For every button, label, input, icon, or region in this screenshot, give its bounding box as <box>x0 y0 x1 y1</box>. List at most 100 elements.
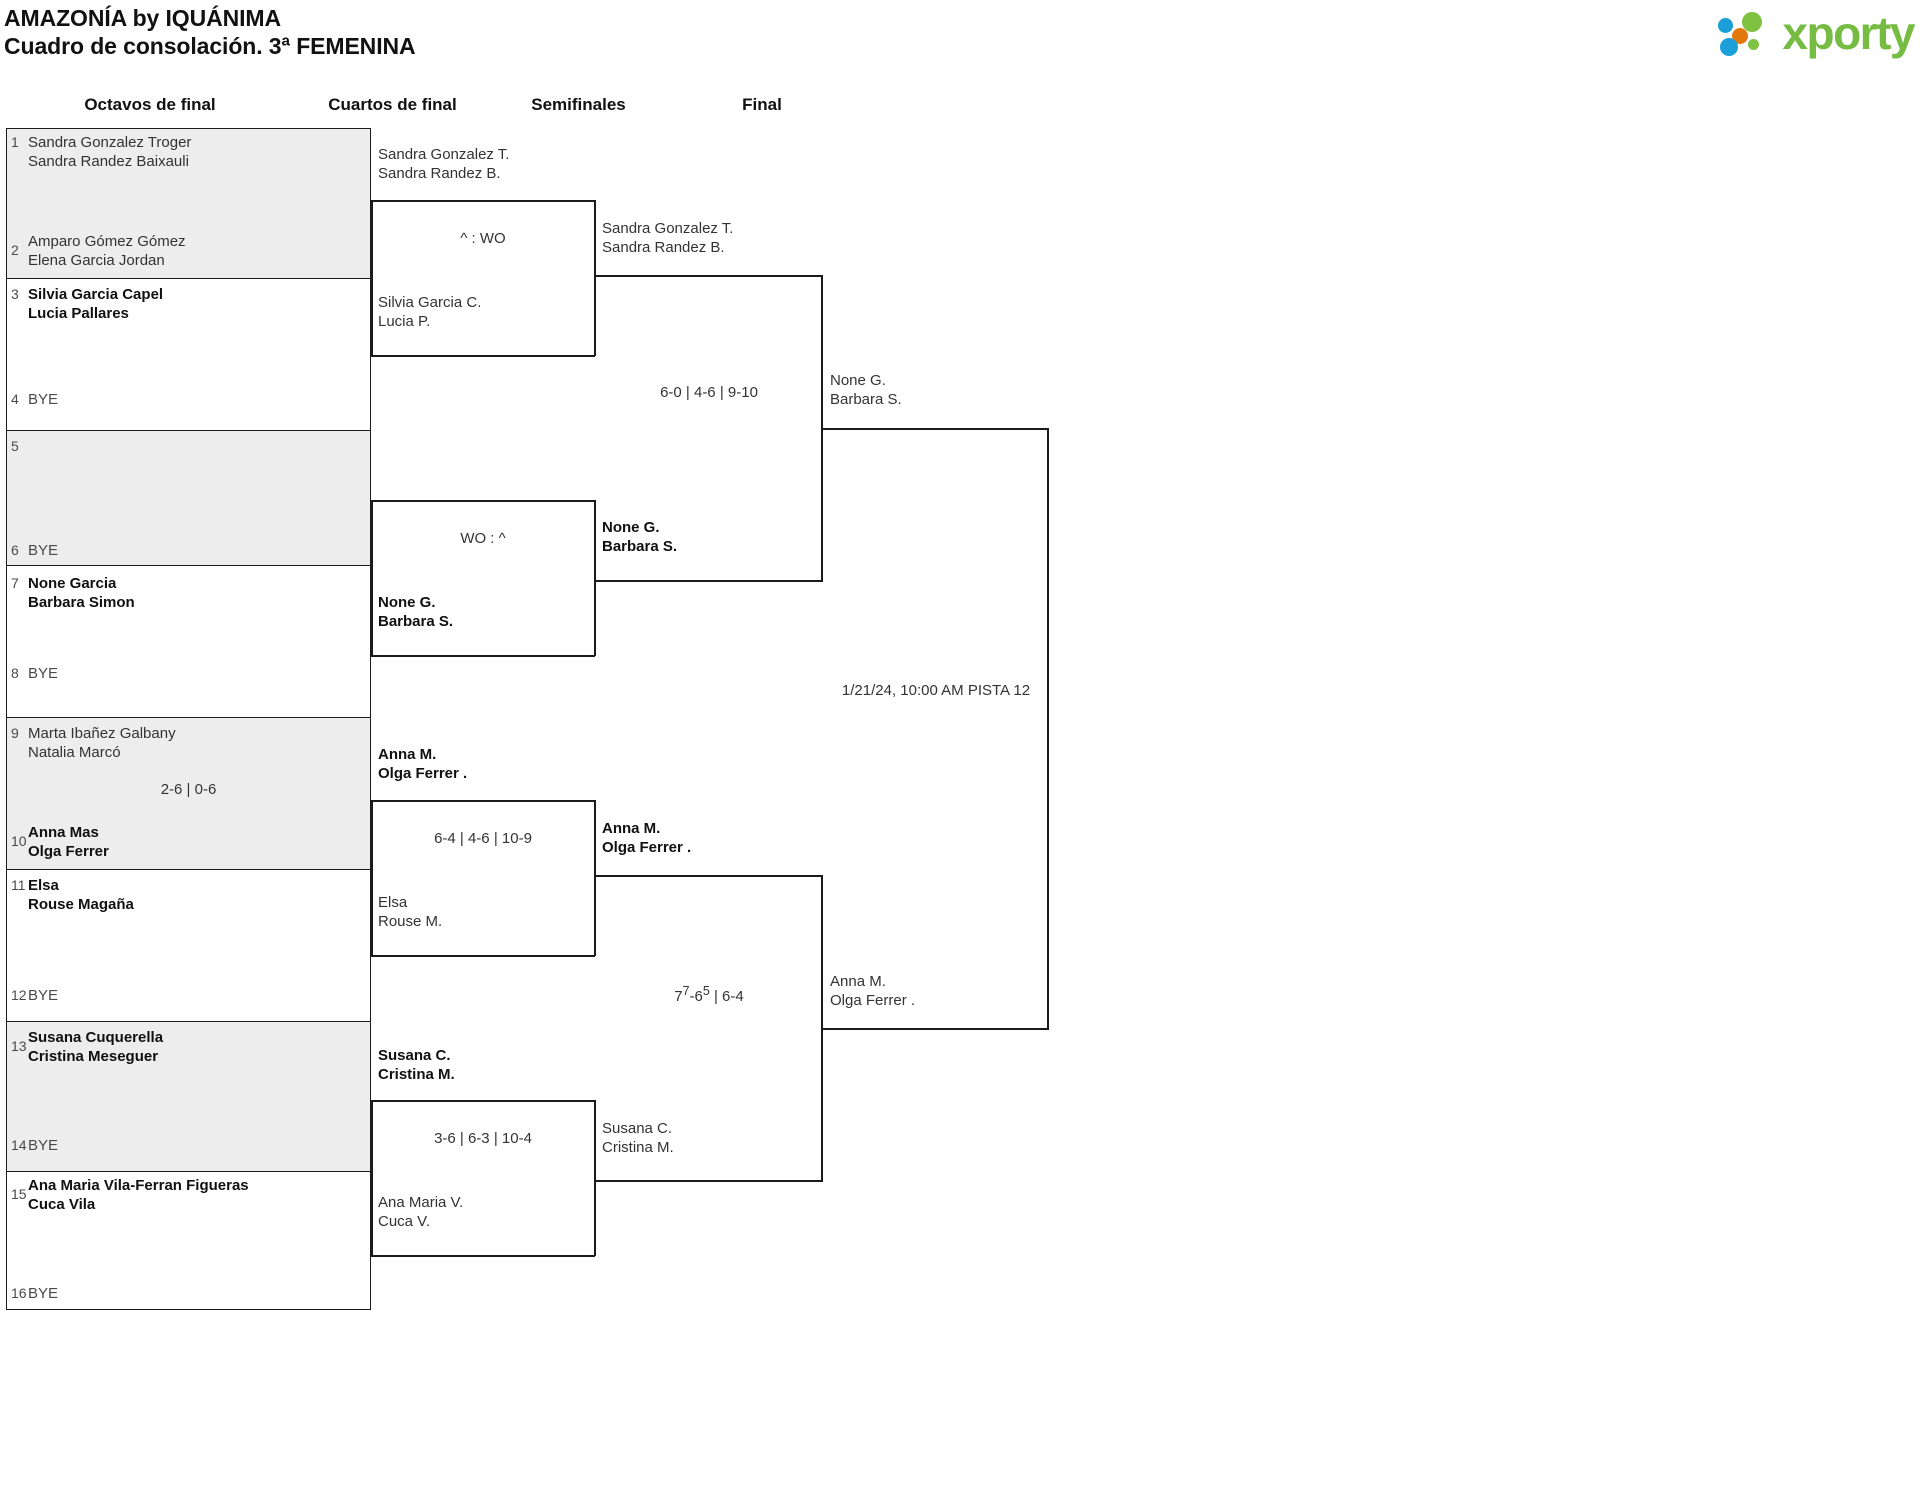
logo-dots-icon <box>1718 9 1776 57</box>
qf3-top-line <box>371 800 595 802</box>
r1-slot-5[interactable]: 5 <box>6 437 28 456</box>
sf1-top-entry[interactable]: Sandra Gonzalez T. Sandra Randez B. <box>602 219 733 257</box>
round-header-octavos: Octavos de final <box>84 95 216 114</box>
r1-slot-10[interactable]: 10 Anna Mas Olga Ferrer <box>6 823 109 861</box>
player-1-name: Ana Maria Vila-Ferran Figueras <box>28 1177 249 1194</box>
final-schedule: 1/21/24, 10:00 AM PISTA 12 <box>841 682 1031 699</box>
r1-score-5: 2-6 | 0-6 <box>160 781 217 798</box>
final-top-entry[interactable]: None G. Barbara S. <box>830 371 902 409</box>
qf4-top-entry[interactable]: Susana C. Cristina M. <box>378 1046 455 1084</box>
r1-match-2[interactable] <box>6 279 371 431</box>
sf1-bottom-entry[interactable]: None G. Barbara S. <box>602 518 677 556</box>
seed-number: 13 <box>11 1038 27 1054</box>
seed-number: 9 <box>11 725 19 741</box>
sf2-score-pre: 7 <box>674 988 683 1005</box>
bye-label: BYE <box>28 542 59 559</box>
r1-match-5[interactable] <box>6 718 371 870</box>
qf4-bottom-entry[interactable]: Ana Maria V. Cuca V. <box>378 1193 463 1231</box>
player-names: Amparo Gómez Gómez Elena Garcia Jordan <box>28 232 186 270</box>
r1-slot-6[interactable]: 6 BYE <box>6 541 58 560</box>
player-2-name: Cristina Meseguer <box>28 1048 159 1065</box>
player-names: Elsa Rouse Magaña <box>28 876 134 914</box>
draw-subtitle: Cuadro de consolación. 3ª FEMENINA <box>4 33 416 59</box>
r1-slot-4[interactable]: 4 BYE <box>6 390 58 409</box>
r1-slot-12[interactable]: 12 BYE <box>6 986 58 1005</box>
qf3-bottom-line <box>371 955 595 957</box>
seed-number: 15 <box>11 1186 27 1202</box>
seed-number: 2 <box>11 242 19 258</box>
final-top-line <box>823 428 1049 430</box>
player-1-name: Silvia Garcia C. <box>378 294 482 311</box>
player-1-name: Amparo Gómez Gómez <box>28 233 186 250</box>
qf3-top-entry[interactable]: Anna M. Olga Ferrer . <box>378 745 467 783</box>
qf2-right-line <box>594 500 596 656</box>
r1-match-4[interactable] <box>6 566 371 718</box>
bye-label: BYE <box>28 665 59 682</box>
r1-slot-8[interactable]: 8 BYE <box>6 664 58 683</box>
qf1-top-entry[interactable]: Sandra Gonzalez T. Sandra Randez B. <box>378 145 509 183</box>
qf4-score: 3-6 | 6-3 | 10-4 <box>434 1130 532 1147</box>
page-header: AMAZONÍA by IQUÁNIMA Cuadro de consolaci… <box>0 0 1920 70</box>
player-2-name: Lucia Pallares <box>28 305 129 322</box>
sf2-right-line <box>821 875 823 1181</box>
sf1-bottom-line <box>595 580 823 582</box>
r1-match-3[interactable] <box>6 431 371 566</box>
sf2-bottom-entry[interactable]: Susana C. Cristina M. <box>602 1119 674 1157</box>
r1-slot-11[interactable]: 11 Elsa Rouse Magaña <box>6 876 134 914</box>
r1-slot-2[interactable]: 2 Amparo Gómez Gómez Elena Garcia Jordan <box>6 232 186 270</box>
player-1-name: Susana Cuquerella <box>28 1029 164 1046</box>
r1-slot-3[interactable]: 3 Silvia Garcia Capel Lucia Pallares <box>6 285 163 323</box>
qf3-left-line <box>371 800 373 956</box>
player-2-name: Olga Ferrer . <box>830 992 916 1009</box>
final-bottom-entry[interactable]: Anna M. Olga Ferrer . <box>830 972 915 1010</box>
seed-number: 10 <box>11 833 27 849</box>
seed-number: 1 <box>11 134 19 150</box>
r1-match-1[interactable] <box>6 128 371 279</box>
r1-slot-14[interactable]: 14 BYE <box>6 1136 58 1155</box>
seed-number: 5 <box>11 438 19 454</box>
qf3-score: 6-4 | 4-6 | 10-9 <box>434 830 532 847</box>
r1-match-8[interactable] <box>6 1172 371 1310</box>
r1-slot-13[interactable]: 13 Susana Cuquerella Cristina Meseguer <box>6 1028 163 1066</box>
bye-label: BYE <box>28 1285 59 1302</box>
qf2-top-line <box>371 500 595 502</box>
final-right-line <box>1047 428 1049 1030</box>
seed-number: 6 <box>11 542 19 558</box>
sf2-top-entry[interactable]: Anna M. Olga Ferrer . <box>602 819 691 857</box>
r1-slot-16[interactable]: 16 BYE <box>6 1284 58 1303</box>
player-1-name: Anna Mas <box>28 824 99 841</box>
r1-slot-15[interactable]: 15 Ana Maria Vila-Ferran Figueras Cuca V… <box>6 1176 249 1214</box>
sf1-top-line <box>595 275 823 277</box>
player-1-name: Susana C. <box>602 1120 673 1137</box>
qf1-bottom-entry[interactable]: Silvia Garcia C. Lucia P. <box>378 293 481 331</box>
bye-label: BYE <box>28 987 59 1004</box>
bye-label: BYE <box>28 1137 59 1154</box>
qf2-bottom-entry[interactable]: None G. Barbara S. <box>378 593 453 631</box>
seed-number: 3 <box>11 286 19 302</box>
player-2-name: Barbara S. <box>378 613 454 630</box>
r1-match-7[interactable] <box>6 1022 371 1172</box>
player-2-name: Cristina M. <box>602 1139 674 1156</box>
player-1-name: Anna M. <box>378 746 437 763</box>
player-2-name: Olga Ferrer . <box>602 839 692 856</box>
player-names: Marta Ibañez Galbany Natalia Marcó <box>28 724 176 762</box>
page-title: AMAZONÍA by IQUÁNIMA Cuadro de consolaci… <box>4 4 416 60</box>
r1-match-6[interactable] <box>6 870 371 1022</box>
sf1-right-line <box>821 275 823 581</box>
player-1-name: Elsa <box>28 877 59 894</box>
qf1-bottom-line <box>371 355 595 357</box>
logo-wordmark: xporty <box>1782 7 1915 59</box>
qf4-top-line <box>371 1100 595 1102</box>
r1-slot-1[interactable]: 1 Sandra Gonzalez Troger Sandra Randez B… <box>6 133 191 171</box>
bye-label: BYE <box>28 391 59 408</box>
player-1-name: Sandra Gonzalez Troger <box>28 134 192 151</box>
r1-slot-9[interactable]: 9 Marta Ibañez Galbany Natalia Marcó <box>6 724 176 762</box>
final-bottom-line <box>823 1028 1049 1030</box>
qf3-bottom-entry[interactable]: Elsa Rouse M. <box>378 893 442 931</box>
player-2-name: Olga Ferrer <box>28 843 109 860</box>
qf1-score: ^ : WO <box>460 230 506 247</box>
r1-slot-7[interactable]: 7 None Garcia Barbara Simon <box>6 574 135 612</box>
player-1-name: Sandra Gonzalez T. <box>602 220 734 237</box>
qf4-right-line <box>594 1100 596 1256</box>
player-1-name: Ana Maria V. <box>378 1194 464 1211</box>
